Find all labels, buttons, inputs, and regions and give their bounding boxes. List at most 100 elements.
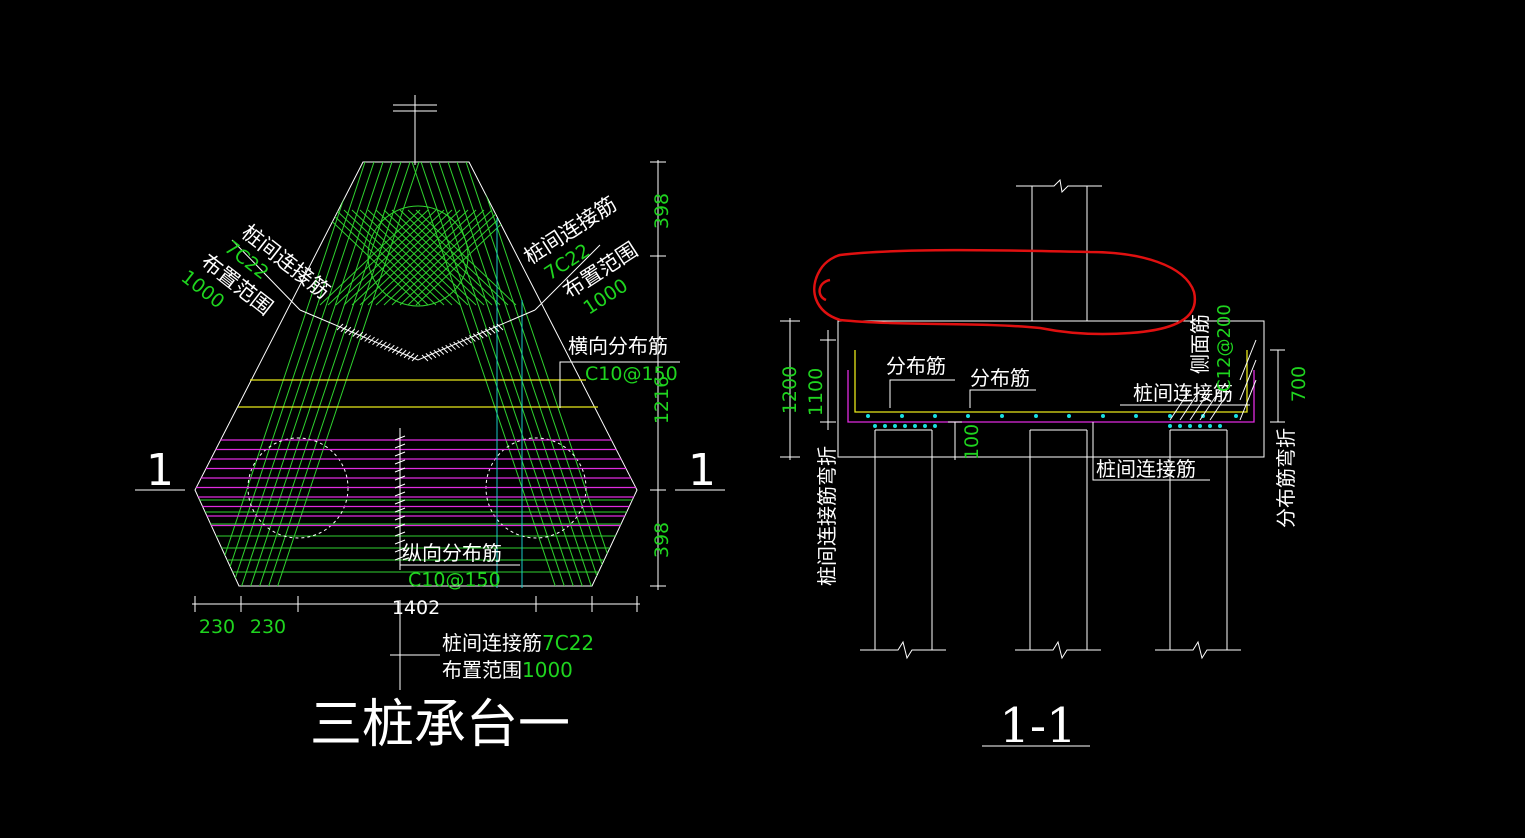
tick xyxy=(496,323,504,331)
distribution-bar xyxy=(854,350,1248,413)
left-leader xyxy=(231,239,301,311)
pile-hatch xyxy=(335,209,437,306)
transverse-leader xyxy=(559,361,680,408)
tick xyxy=(387,344,395,352)
tick xyxy=(472,333,480,341)
tick xyxy=(429,351,437,359)
side-bar-label: 侧面筋 xyxy=(1188,314,1212,374)
pile-hatch xyxy=(399,209,501,306)
hatch-tick xyxy=(394,499,406,505)
hatch-tick xyxy=(394,531,406,537)
svg-text:桩间连接筋7C22: 桩间连接筋7C22 xyxy=(442,631,594,655)
tie-bar-right xyxy=(416,162,570,586)
rebar-dot xyxy=(1101,414,1105,418)
longitudinal-label: 纵向分布筋 xyxy=(402,541,502,565)
hatch-tick xyxy=(394,523,406,529)
tick xyxy=(348,328,356,336)
hatch-tick xyxy=(394,555,406,561)
rebar-dot xyxy=(1178,424,1182,428)
tick xyxy=(356,331,364,339)
tick xyxy=(457,339,464,347)
section-title: 1-1 xyxy=(999,698,1076,754)
tick xyxy=(403,351,411,359)
dim-h2: 230 xyxy=(250,616,286,638)
pile-hatch xyxy=(343,209,445,306)
dim-1100: 1100 xyxy=(805,368,827,416)
tick xyxy=(380,341,387,349)
tick xyxy=(484,328,492,336)
tick xyxy=(352,330,360,337)
red-markup-circle xyxy=(813,248,1197,336)
tie-bar xyxy=(847,370,1255,423)
pile-hatch xyxy=(367,209,469,306)
rebar-dot xyxy=(866,414,870,418)
dim-700: 700 xyxy=(1288,366,1310,402)
piles xyxy=(860,429,1241,660)
pile-hatch xyxy=(375,209,477,306)
tick xyxy=(376,339,383,347)
tie-bar-right xyxy=(425,162,579,586)
right-leader xyxy=(534,244,601,311)
hatch-tick xyxy=(394,491,406,497)
pile-top xyxy=(367,205,469,307)
tick xyxy=(372,338,379,346)
rebar-dots xyxy=(866,414,1238,428)
column xyxy=(1016,178,1102,321)
tick xyxy=(364,335,371,342)
rebar-dot xyxy=(1134,414,1138,418)
side-bar-spec: C12@200 xyxy=(1214,304,1235,392)
tick xyxy=(391,346,399,354)
section-mark-right: 1 xyxy=(688,445,716,496)
tick xyxy=(399,349,407,357)
tick xyxy=(336,323,344,331)
section-mark-left: 1 xyxy=(146,445,174,496)
rebar-dot xyxy=(873,424,877,428)
hatch-tick xyxy=(394,547,406,553)
rebar-dot xyxy=(933,424,937,428)
pile-hatch xyxy=(327,209,429,306)
rebar-dot xyxy=(966,414,970,418)
tick xyxy=(411,354,419,362)
pile-hatch xyxy=(359,209,461,306)
hatch-tick xyxy=(394,515,406,521)
side-bar-hatch xyxy=(1169,339,1257,421)
rebar-dot xyxy=(1067,414,1071,418)
dim-middle: 1216 xyxy=(651,376,673,424)
tie-bar-top-label: 桩间连接筋 xyxy=(1133,381,1233,405)
dist-leader-1 xyxy=(889,379,955,408)
horizontal-dimension xyxy=(192,596,640,612)
pile-hatch xyxy=(415,209,517,306)
rebar-dot xyxy=(1198,424,1202,428)
hatch-tick xyxy=(394,475,406,481)
rebar-dot xyxy=(903,424,907,428)
rebar-dot xyxy=(1000,414,1004,418)
tie-bar-left xyxy=(236,162,388,586)
dim-h3: 1402 xyxy=(392,597,440,619)
bottom-range-label: 布置范围 xyxy=(442,658,522,682)
rebar-dot xyxy=(913,424,917,428)
bottom-tie-label: 桩间连接筋 xyxy=(442,631,542,655)
rebar-dot xyxy=(933,414,937,418)
tick xyxy=(433,349,441,357)
tick xyxy=(449,343,456,350)
tick xyxy=(453,341,460,349)
rebar-dot xyxy=(1208,424,1212,428)
transverse-label: 横向分布筋 xyxy=(568,334,668,358)
tick xyxy=(421,354,429,362)
tick xyxy=(340,325,348,332)
rebar-dot xyxy=(900,414,904,418)
dim-1200: 1200 xyxy=(779,366,801,414)
tie-bar-left xyxy=(218,162,370,586)
longitudinal-spec: C10@150 xyxy=(408,569,501,591)
transverse-spec: C10@150 xyxy=(585,363,678,385)
dim-h1: 230 xyxy=(199,616,235,638)
pile-hatch xyxy=(351,209,453,306)
tick xyxy=(441,346,449,354)
tick xyxy=(437,348,445,355)
tie-bar-left xyxy=(209,162,361,586)
center-hatch xyxy=(394,435,406,561)
vertical-dimension xyxy=(650,160,666,590)
bottom-range-value: 1000 xyxy=(522,658,573,682)
section-cap xyxy=(837,320,1265,458)
